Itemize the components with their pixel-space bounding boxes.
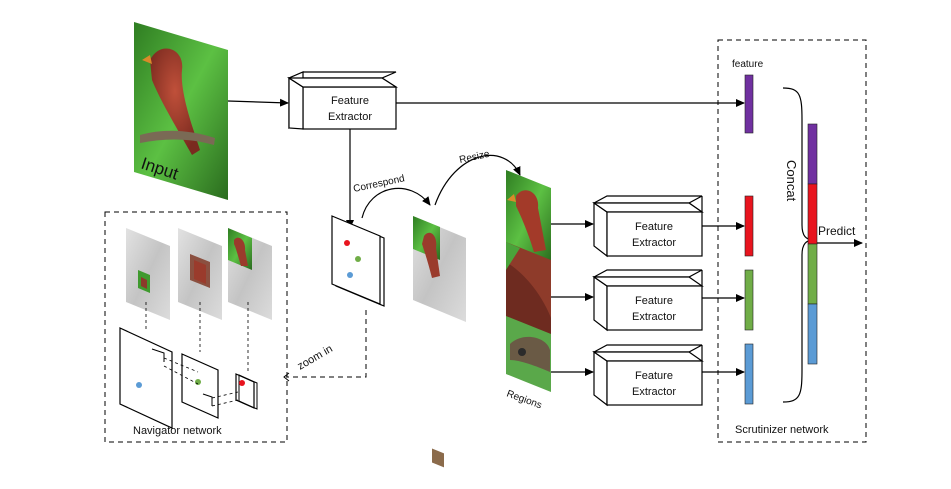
feature-extractor-1-label-2: Extractor bbox=[632, 237, 676, 249]
feature-extractor-2-label-1: Feature bbox=[635, 295, 673, 307]
zoom-in-arrowhead bbox=[283, 372, 290, 382]
feature-vector-green bbox=[744, 269, 754, 331]
navigator-network-label: Navigator network bbox=[133, 425, 222, 437]
feature-vector-red bbox=[744, 195, 754, 257]
feature-extractor-main-label-1: Feature bbox=[331, 95, 369, 107]
feature-extractor-main-label-2: Extractor bbox=[328, 111, 372, 123]
feature-label: feature bbox=[732, 59, 764, 70]
concat-segment-purple bbox=[807, 123, 818, 185]
concat-label: Concat bbox=[784, 160, 799, 202]
resize-label: Resize bbox=[458, 149, 491, 166]
region-proposal-image bbox=[413, 216, 466, 468]
feature-extractor-2: Feature Extractor bbox=[592, 269, 704, 332]
scrutinizer-network-label: Scrutinizer network bbox=[735, 424, 829, 436]
region-crop-1 bbox=[506, 170, 551, 264]
nav-proj-3 bbox=[211, 391, 239, 399]
arrow-input-to-extractor bbox=[227, 98, 289, 107]
arrow-map-to-image bbox=[361, 187, 431, 219]
scrutinizer-box bbox=[717, 39, 867, 443]
navigator-thumb-3 bbox=[228, 228, 272, 320]
region-crop-2 bbox=[506, 242, 551, 338]
arrow-resize bbox=[434, 154, 521, 206]
feature-extractor-main: Feature Extractor bbox=[286, 71, 399, 130]
nav-proj-4 bbox=[211, 399, 239, 407]
regions-label: Regions bbox=[505, 388, 543, 411]
feature-vector-purple bbox=[744, 74, 754, 134]
nav-proj-2 bbox=[163, 365, 199, 385]
concat-segment-red bbox=[807, 183, 818, 245]
feature-extractor-2-label-2: Extractor bbox=[632, 311, 676, 323]
navigator-plane-large bbox=[119, 327, 173, 429]
navigator-thumb-1 bbox=[126, 228, 170, 320]
concat-segment-green bbox=[807, 243, 818, 305]
concat-segment-blue bbox=[807, 303, 818, 365]
nav-proj-1 bbox=[163, 357, 199, 373]
feature-vector-blue bbox=[744, 343, 754, 405]
zoom-in-label: zoom in bbox=[296, 343, 335, 373]
input-image bbox=[134, 22, 228, 200]
navigator-plane-small bbox=[235, 373, 258, 410]
correspond-label: Correspond bbox=[352, 173, 405, 195]
feature-extractor-3-label-1: Feature bbox=[635, 370, 673, 382]
predict-label: Predict bbox=[818, 224, 856, 238]
navigator-thumb-2 bbox=[178, 228, 222, 320]
zoom-in-path bbox=[286, 310, 367, 378]
feature-extractor-1-label-1: Feature bbox=[635, 221, 673, 233]
feature-extractor-3-label-2: Extractor bbox=[632, 386, 676, 398]
navigator-box bbox=[104, 211, 288, 443]
navigator-plane-medium bbox=[181, 353, 219, 419]
region-crop-3 bbox=[506, 316, 551, 392]
feature-map bbox=[331, 215, 385, 307]
feature-extractor-3: Feature Extractor bbox=[592, 344, 704, 407]
feature-extractor-1: Feature Extractor bbox=[592, 195, 704, 258]
